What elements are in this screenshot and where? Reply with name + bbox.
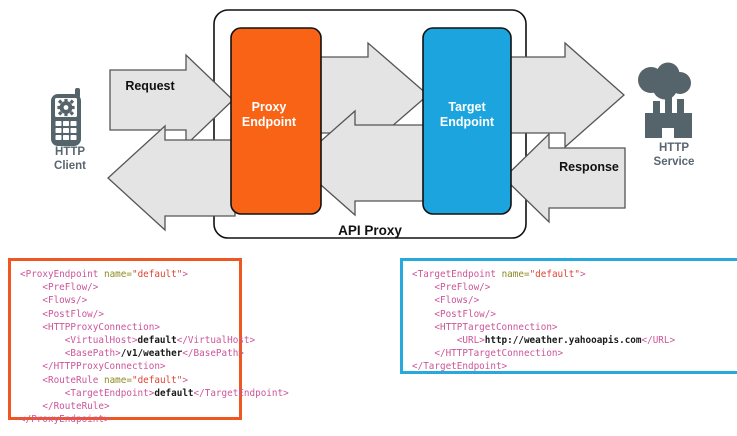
code-token-tag: </HTTPProxyConnection> xyxy=(20,361,166,373)
code-line: </RouteRule> xyxy=(20,400,231,413)
code-line: <PostFlow/> xyxy=(412,308,729,321)
code-line: <HTTPTargetConnection> xyxy=(412,321,729,334)
response-arrow xyxy=(503,132,626,224)
code-line: <TargetEndpoint>default</TargetEndpoint> xyxy=(20,387,289,400)
http-client-label-line1: HTTP xyxy=(54,146,86,158)
code-token-tag: <Flows/> xyxy=(412,295,480,307)
code-token-tag: <VirtualHost> xyxy=(20,334,138,346)
code-token-tag: <URL> xyxy=(412,334,485,346)
code-token-val: "default" xyxy=(131,374,183,386)
request-arrow xyxy=(109,53,234,147)
code-token-tag: > xyxy=(182,269,188,280)
code-line: <PreFlow/> xyxy=(20,281,231,294)
code-token-tag: <PostFlow/> xyxy=(20,308,104,320)
code-line: <Flows/> xyxy=(20,294,231,307)
http-service-label: HTTP Service xyxy=(634,141,714,169)
code-token-tag: </TargetEndpoint> xyxy=(193,387,289,399)
code-line: <URL>http://weather.yahooapis.com</URL> xyxy=(412,334,729,347)
code-token-tag: <TargetEndpoint> xyxy=(20,387,155,399)
target-to-service-arrow xyxy=(492,41,625,149)
http-service-label-line1: HTTP xyxy=(658,142,690,154)
code-line: <HTTPProxyConnection> xyxy=(20,321,231,334)
code-token-attr: name= xyxy=(103,269,132,280)
code-token-txt: default xyxy=(137,334,177,346)
code-line: </ProxyEndpoint> xyxy=(20,413,231,426)
code-token-tag: </VirtualHost> xyxy=(176,334,256,346)
code-token-tag: </RouteRule> xyxy=(20,400,110,412)
code-token-tag: </URL> xyxy=(641,334,676,346)
code-line: </HTTPTargetConnection> xyxy=(412,347,729,360)
code-token-tag: <ProxyEndpoint xyxy=(20,269,104,280)
code-token-txt: default xyxy=(154,387,194,399)
proxy-to-client-arrow xyxy=(107,124,236,232)
code-line: <BasePath>/v1/weather</BasePath> xyxy=(20,347,244,360)
target-endpoint-xml-block: <TargetEndpoint name="default"> <PreFlow… xyxy=(400,258,737,374)
code-token-tag: <HTTPTargetConnection> xyxy=(412,321,558,333)
cloud-factory-icon xyxy=(638,62,692,138)
code-token-tag: <Flows/> xyxy=(20,295,88,307)
code-token-tag: <HTTPProxyConnection> xyxy=(20,321,160,333)
code-line: <TargetEndpoint name="default"> xyxy=(412,268,729,281)
code-token-tag: <RouteRule xyxy=(20,374,104,386)
http-client-label: HTTP Client xyxy=(30,145,110,173)
code-line: <PreFlow/> xyxy=(412,281,729,294)
target-endpoint-box[interactable] xyxy=(422,27,512,215)
code-line: <PostFlow/> xyxy=(20,308,231,321)
code-token-tag: <PreFlow/> xyxy=(20,282,99,294)
code-token-txt: /v1/weather xyxy=(120,348,183,360)
api-proxy-container-label: API Proxy xyxy=(338,223,402,238)
http-client-label-line2: Client xyxy=(54,160,86,172)
code-line: <Flows/> xyxy=(412,294,729,307)
proxy-endpoint-xml-block: <ProxyEndpoint name="default"> <PreFlow/… xyxy=(8,258,289,425)
http-service-label-line2: Service xyxy=(653,156,695,168)
code-token-tag: <BasePath> xyxy=(20,348,121,360)
code-line: <RouteRule name="default"> xyxy=(20,374,231,387)
code-token-tag: > xyxy=(579,269,586,280)
api-proxy-flow-diagram xyxy=(51,9,692,239)
code-token-tag: <PreFlow/> xyxy=(412,282,491,294)
code-line: <VirtualHost>default</VirtualHost> xyxy=(20,334,255,347)
mobile-phone-gear-icon xyxy=(51,88,81,146)
code-line: </HTTPProxyConnection> xyxy=(20,360,231,373)
code-token-tag: <TargetEndpoint xyxy=(412,269,502,280)
code-token-txt: http://weather.yahooapis.com xyxy=(484,334,642,346)
code-line: </TargetEndpoint> xyxy=(412,360,729,373)
code-token-tag: </BasePath> xyxy=(182,348,244,360)
code-token-tag: > xyxy=(182,374,188,386)
code-token-tag: <PostFlow/> xyxy=(412,308,496,320)
target-to-proxy-arrow xyxy=(295,109,431,217)
code-token-val: "default" xyxy=(529,269,580,280)
code-token-attr: name= xyxy=(103,374,132,386)
proxy-endpoint-box[interactable] xyxy=(230,27,322,215)
code-token-tag: </TargetEndpoint> xyxy=(412,361,508,373)
code-token-val: "default" xyxy=(131,269,183,280)
code-token-attr: name= xyxy=(501,269,530,280)
code-token-tag: </ProxyEndpoint> xyxy=(20,414,110,426)
code-line: <ProxyEndpoint name="default"> xyxy=(20,268,231,281)
code-token-tag: </HTTPTargetConnection> xyxy=(412,348,564,360)
